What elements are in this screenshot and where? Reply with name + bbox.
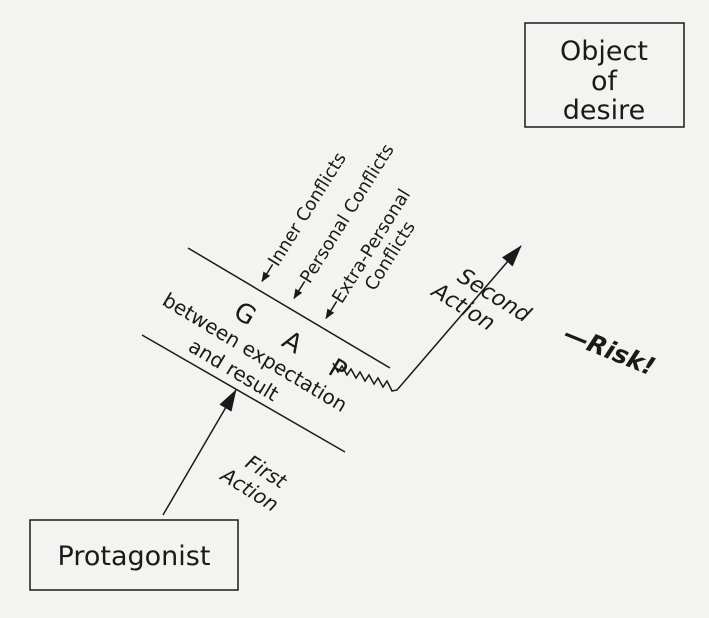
protagonist-box: Protagonist bbox=[29, 519, 239, 591]
object-label-2: of bbox=[591, 66, 619, 97]
object-label-3: desire bbox=[563, 95, 645, 126]
second-action-arrow bbox=[332, 245, 522, 392]
object-label-1: Object bbox=[560, 36, 648, 67]
object-of-desire-box: Object of desire bbox=[524, 22, 685, 128]
personal-conflicts-arrow bbox=[293, 280, 306, 300]
risk-label: —Risk! bbox=[560, 319, 660, 382]
protagonist-label: Protagonist bbox=[58, 541, 211, 572]
first-action-arrow bbox=[162, 389, 237, 516]
inner-conflicts-arrow bbox=[261, 263, 274, 283]
gap-lower-line bbox=[141, 334, 346, 453]
gap-upper-line bbox=[187, 247, 391, 369]
extra-personal-conflicts: Extra-Personal Conflicts bbox=[325, 185, 420, 320]
extra-personal-conflicts-arrow bbox=[325, 300, 338, 320]
